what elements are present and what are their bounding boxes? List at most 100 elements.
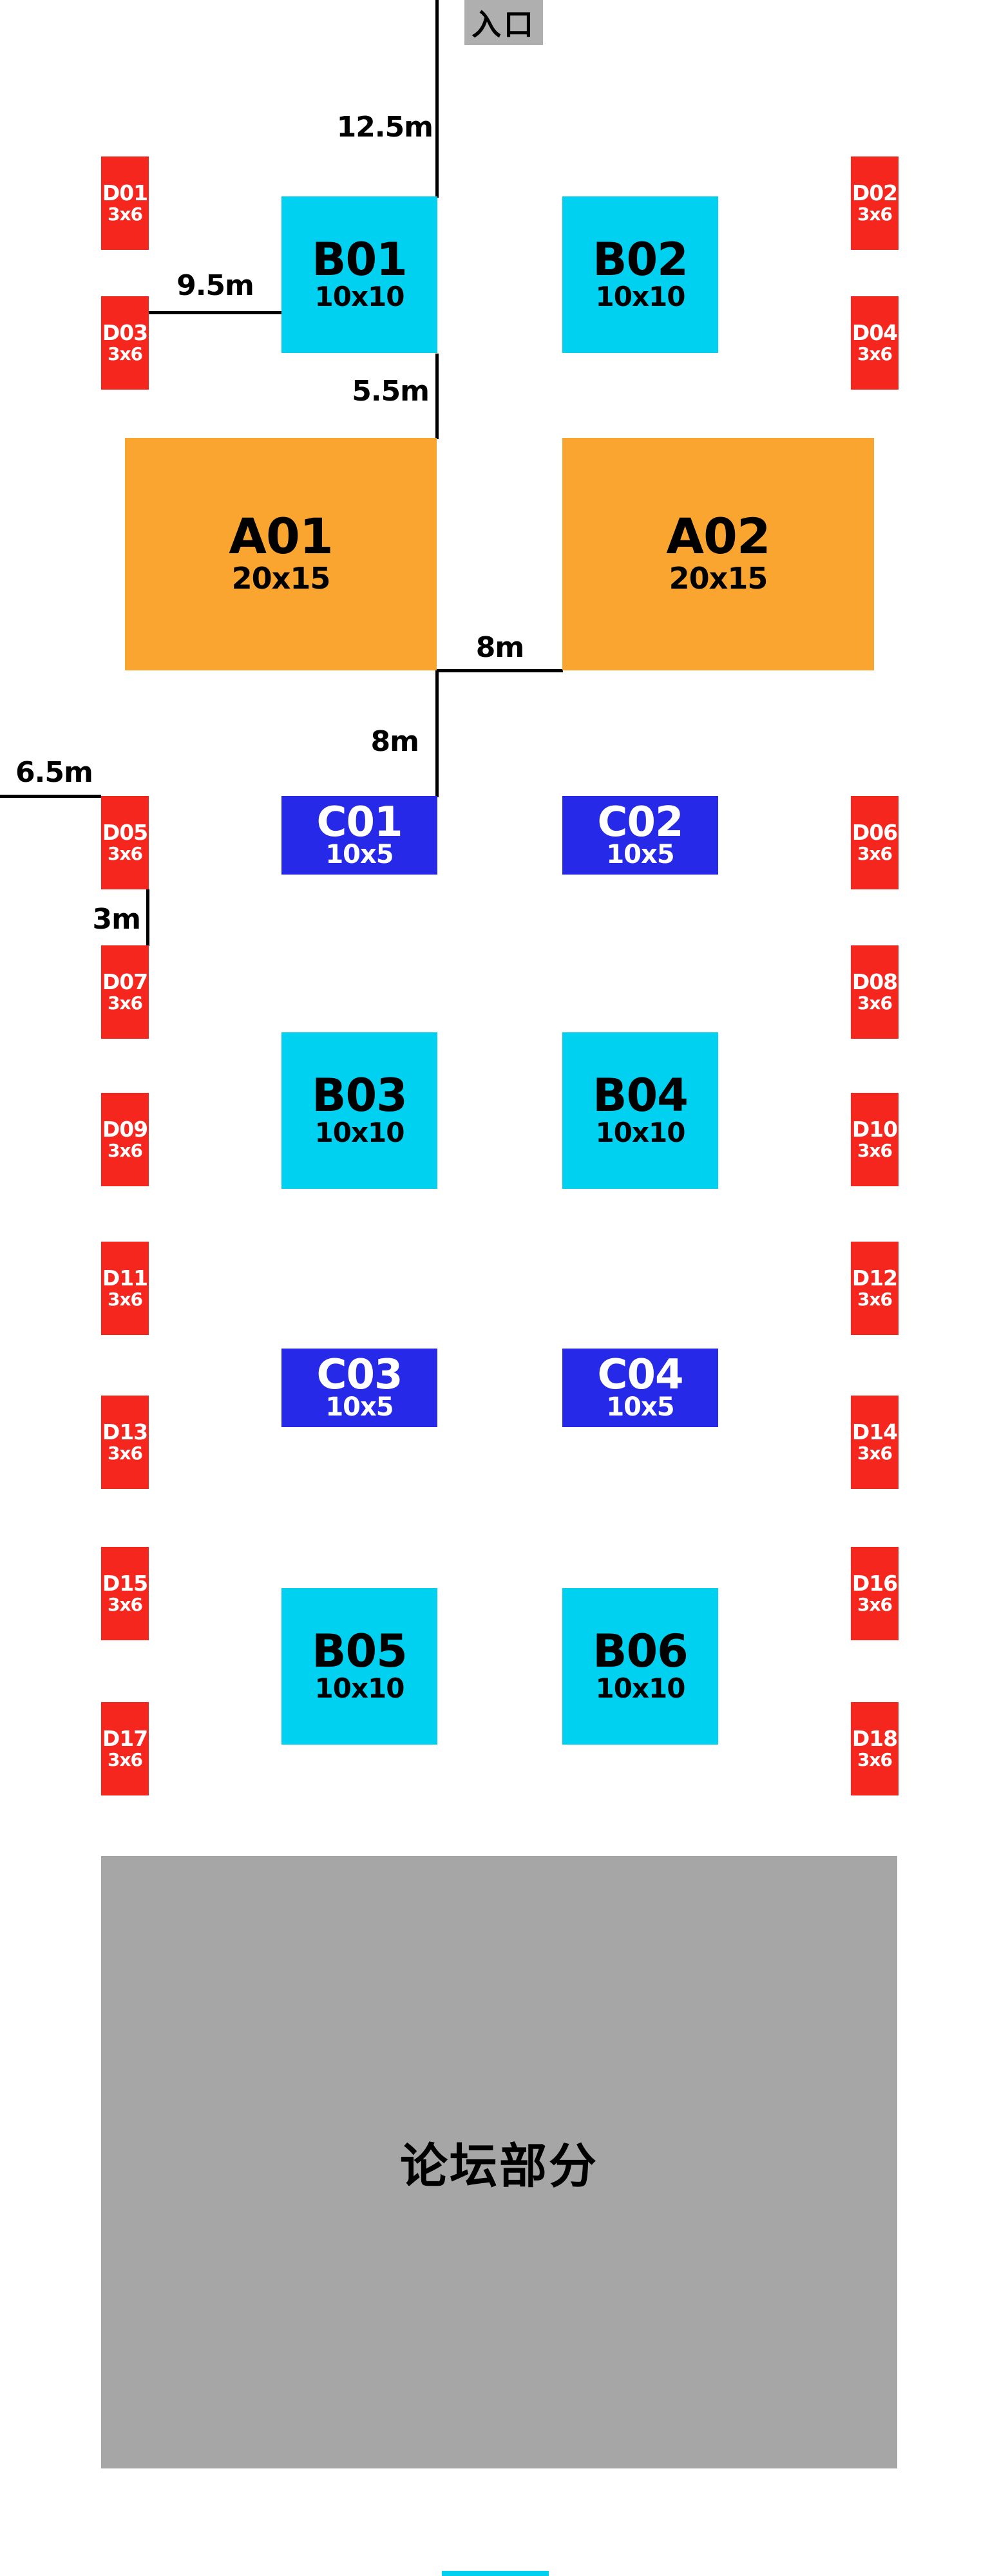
booth-B06: B06 10x10 [562,1588,718,1745]
booth-D08-label: D08 [852,969,898,994]
booth-D15: D15 3x6 [101,1547,149,1640]
booth-D13-label: D13 [102,1419,148,1444]
booth-D05: D05 3x6 [101,796,149,889]
booth-D03-label: D03 [102,319,148,345]
dimension-line-8m-horizontal [437,669,563,672]
booth-D12-size: 3x6 [857,1289,893,1311]
booth-C01-label: C01 [316,798,403,846]
booth-B01-label: B01 [312,233,408,287]
booth-B03: B03 10x10 [281,1032,437,1189]
booth-D07: D07 3x6 [101,945,149,1039]
dimension-label-3m: 3m [92,903,141,936]
booth-A02-size: 20x15 [669,560,768,596]
booth-D06-size: 3x6 [857,843,893,865]
booth-B04-label: B04 [593,1069,689,1122]
booth-A02-label: A02 [666,507,771,565]
booth-B01: B01 10x10 [281,196,437,353]
booth-C04: C04 10x5 [562,1349,718,1427]
booth-C02-label: C02 [597,798,683,846]
booth-C01-size: 10x5 [325,840,394,870]
dimension-label-12-5m: 12.5m [336,111,433,144]
booth-D06-label: D06 [852,819,898,845]
booth-D16-size: 3x6 [857,1594,893,1616]
booth-D04-label: D04 [852,319,898,345]
dimension-line-9-5m [149,311,281,314]
booth-C03: C03 10x5 [281,1349,437,1427]
booth-D12-label: D12 [852,1265,898,1291]
booth-D11-size: 3x6 [107,1289,143,1311]
booth-D02-size: 3x6 [857,204,893,225]
dimension-label-8m-vertical: 8m [370,725,419,758]
booth-B05-size: 10x10 [314,1672,405,1705]
booth-B05-label: B05 [312,1625,408,1678]
dimension-label-9-5m: 9.5m [176,269,254,302]
booth-B03-size: 10x10 [314,1117,405,1149]
booth-A01-label: A01 [229,507,334,565]
booth-B04-size: 10x10 [595,1117,686,1149]
booth-D05-label: D05 [102,819,148,845]
booth-D10-label: D10 [852,1116,898,1142]
booth-D07-size: 3x6 [107,992,143,1014]
booth-C03-label: C03 [316,1350,403,1399]
booth-A02: A02 20x15 [562,438,874,670]
forum-area: 论坛部分 [101,1856,897,2468]
booth-D12: D12 3x6 [851,1242,899,1335]
booth-D08-size: 3x6 [857,992,893,1014]
booth-D09-label: D09 [102,1116,148,1142]
booth-D02-label: D02 [852,180,898,205]
booth-B02-size: 10x10 [595,281,686,313]
booth-D04-size: 3x6 [857,343,893,365]
booth-D15-label: D15 [102,1570,148,1596]
booth-D03: D03 3x6 [101,296,149,390]
dimension-line-6-5m [0,795,101,798]
booth-D13: D13 3x6 [101,1396,149,1489]
booth-D18: D18 3x6 [851,1702,899,1795]
booth-B06-label: B06 [593,1625,689,1678]
booth-D02: D02 3x6 [851,156,899,250]
booth-D17: D17 3x6 [101,1702,149,1795]
dimension-line-5-5m [435,354,439,439]
booth-D08: D08 3x6 [851,945,899,1039]
booth-D01-label: D01 [102,180,148,205]
booth-B02-label: B02 [593,233,689,287]
booth-D01: D01 3x6 [101,156,149,250]
booth-D17-label: D17 [102,1725,148,1751]
booth-D09: D09 3x6 [101,1093,149,1186]
booth-D18-label: D18 [852,1725,898,1751]
partial-booth-bottom-edge [442,2571,549,2576]
booth-C04-size: 10x5 [606,1392,674,1423]
booth-C03-size: 10x5 [325,1392,394,1423]
dimension-label-5-5m: 5.5m [352,375,430,408]
booth-C01: C01 10x5 [281,796,437,875]
booth-C02: C02 10x5 [562,796,718,875]
booth-B01-size: 10x10 [314,281,405,313]
forum-label: 论坛部分 [400,2139,598,2194]
booth-D17-size: 3x6 [107,1749,143,1771]
booth-D03-size: 3x6 [107,343,143,365]
booth-D07-label: D07 [102,969,148,994]
dimension-label-8m-horizontal: 8m [475,631,524,664]
booth-B06-size: 10x10 [595,1672,686,1705]
booth-B03-label: B03 [312,1069,408,1122]
booth-D10: D10 3x6 [851,1093,899,1186]
booth-B04: B04 10x10 [562,1032,718,1189]
booth-D14-label: D14 [852,1419,898,1444]
booth-A01: A01 20x15 [125,438,437,670]
booth-D13-size: 3x6 [107,1443,143,1464]
entrance-wall-line [435,0,439,198]
booth-D11-label: D11 [102,1265,148,1291]
booth-D09-size: 3x6 [107,1140,143,1162]
booth-D11: D11 3x6 [101,1242,149,1335]
booth-D01-size: 3x6 [107,204,143,225]
booth-C04-label: C04 [597,1350,683,1399]
booth-D06: D06 3x6 [851,796,899,889]
booth-D04: D04 3x6 [851,296,899,390]
booth-A01-size: 20x15 [231,560,331,596]
booth-C02-size: 10x5 [606,840,674,870]
booth-D14-size: 3x6 [857,1443,893,1464]
booth-D16-label: D16 [852,1570,898,1596]
dimension-line-8m-vertical [435,670,439,797]
booth-D10-size: 3x6 [857,1140,893,1162]
dimension-line-3m [146,889,149,946]
